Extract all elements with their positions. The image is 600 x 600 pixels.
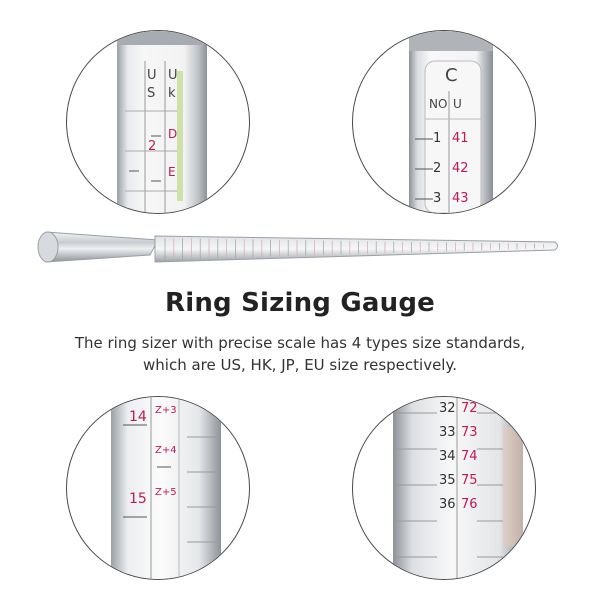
u-value-42: 42 (452, 161, 469, 176)
uk-size-e: E (168, 165, 176, 179)
no-value-2: 2 (433, 161, 442, 176)
eu-a-34: 34 (439, 449, 456, 464)
no-value-1: 1 (433, 131, 442, 146)
label-z4: Z+4 (155, 445, 177, 456)
eu-scale-closeup (393, 397, 523, 579)
eu-column-b: 72 73 74 75 76 (461, 397, 478, 517)
uk-header: U k (168, 68, 178, 101)
description-line-2: which are US, HK, JP, EU size respective… (143, 356, 457, 374)
no-column-header: NO (429, 97, 448, 111)
zoom-circle-eu-sizes: 32 33 34 35 36 72 73 74 75 76 (352, 396, 536, 580)
us-size-value: 2 (148, 139, 157, 154)
u-value-43: 43 (452, 191, 469, 206)
page-title: Ring Sizing Gauge (164, 288, 435, 318)
product-description: The ring sizer with precise scale has 4 … (60, 332, 540, 376)
u-value-41: 41 (452, 131, 469, 146)
no-value-3: 3 (433, 191, 442, 206)
eu-column-a: 32 33 34 35 36 (439, 397, 456, 517)
u-column-header: U (453, 97, 462, 111)
eu-a-33: 33 (439, 425, 456, 440)
label-z5: Z+5 (155, 487, 177, 498)
size-14: 14 (129, 409, 147, 425)
us-uk-scale-closeup (117, 31, 207, 213)
zoom-circle-us-uk: U S U k 2 D E (66, 30, 250, 214)
us-header: U S (147, 68, 157, 101)
size-15: 15 (129, 491, 147, 507)
eu-a-35: 35 (439, 473, 456, 488)
eu-b-73: 73 (461, 425, 478, 440)
label-z3: Z+3 (155, 405, 177, 416)
no-u-scale-closeup (409, 31, 493, 213)
uk-size-d: D (168, 127, 178, 141)
zoom-circle-no-u: C NO U 1 41 2 42 3 43 (352, 30, 536, 214)
zoom-circle-z-sizes: 14 15 Z+3 Z+4 Z+5 (66, 396, 250, 580)
scale-header-c: C (445, 65, 458, 86)
description-line-1: The ring sizer with precise scale has 4 … (74, 334, 526, 352)
eu-b-75: 75 (461, 473, 478, 488)
eu-a-32: 32 (439, 401, 456, 416)
z-scale-closeup (111, 397, 221, 579)
eu-a-36: 36 (439, 497, 456, 512)
stick-scale-ticks (164, 238, 544, 260)
eu-b-76: 76 (461, 497, 478, 512)
eu-b-74: 74 (461, 449, 478, 464)
eu-b-72: 72 (461, 401, 478, 416)
